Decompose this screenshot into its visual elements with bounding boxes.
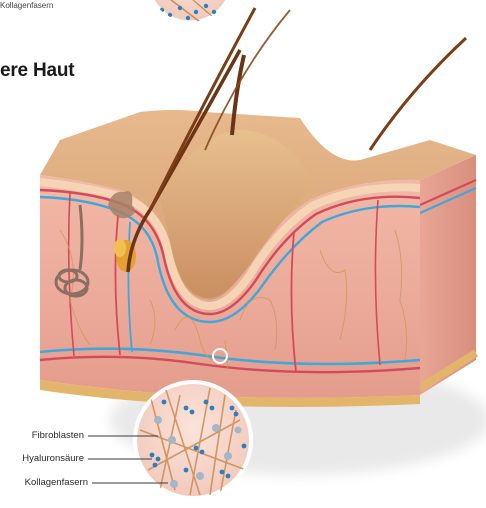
hair-right <box>370 38 466 150</box>
legend-fibroblasts: Fibroblasten <box>0 430 84 441</box>
illustration-title: ere Haut <box>0 60 74 82</box>
legend-hyaluronic: Hyaluronsäure <box>0 453 84 464</box>
legend-collagen: Kollagenfasern <box>4 477 88 488</box>
top-zoom-detail <box>148 0 232 22</box>
bottom-zoom-detail <box>135 382 251 498</box>
